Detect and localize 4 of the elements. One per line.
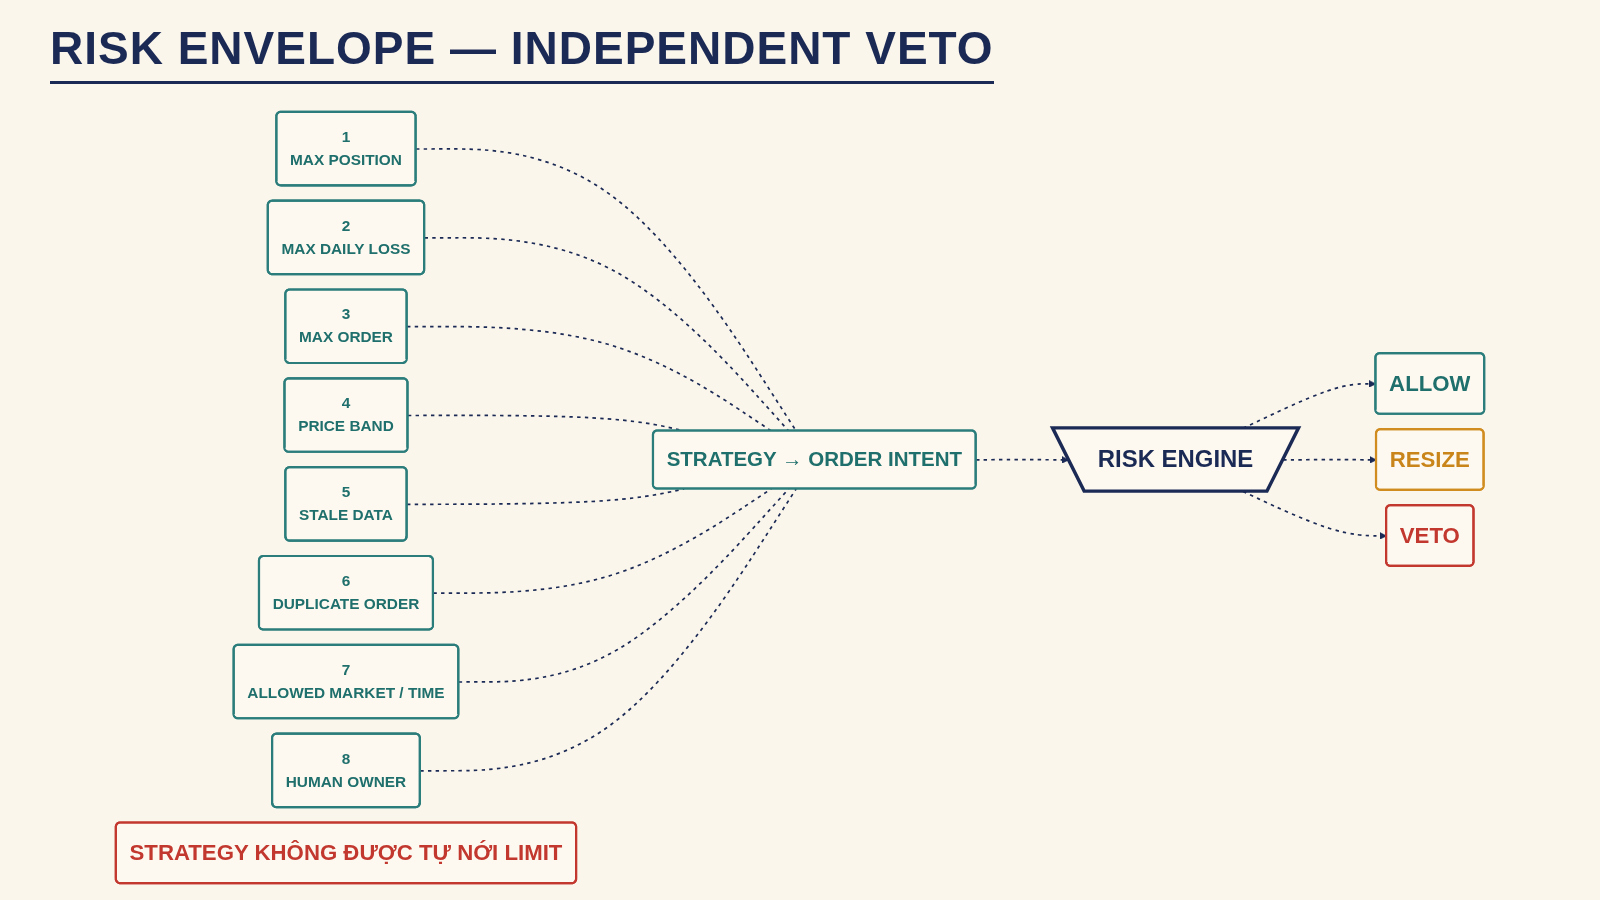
arrow [975,456,1070,464]
connector [419,488,797,772]
title: RISK ENVELOPE — INDEPENDENT VETO [50,22,994,84]
arrow [1282,456,1377,464]
